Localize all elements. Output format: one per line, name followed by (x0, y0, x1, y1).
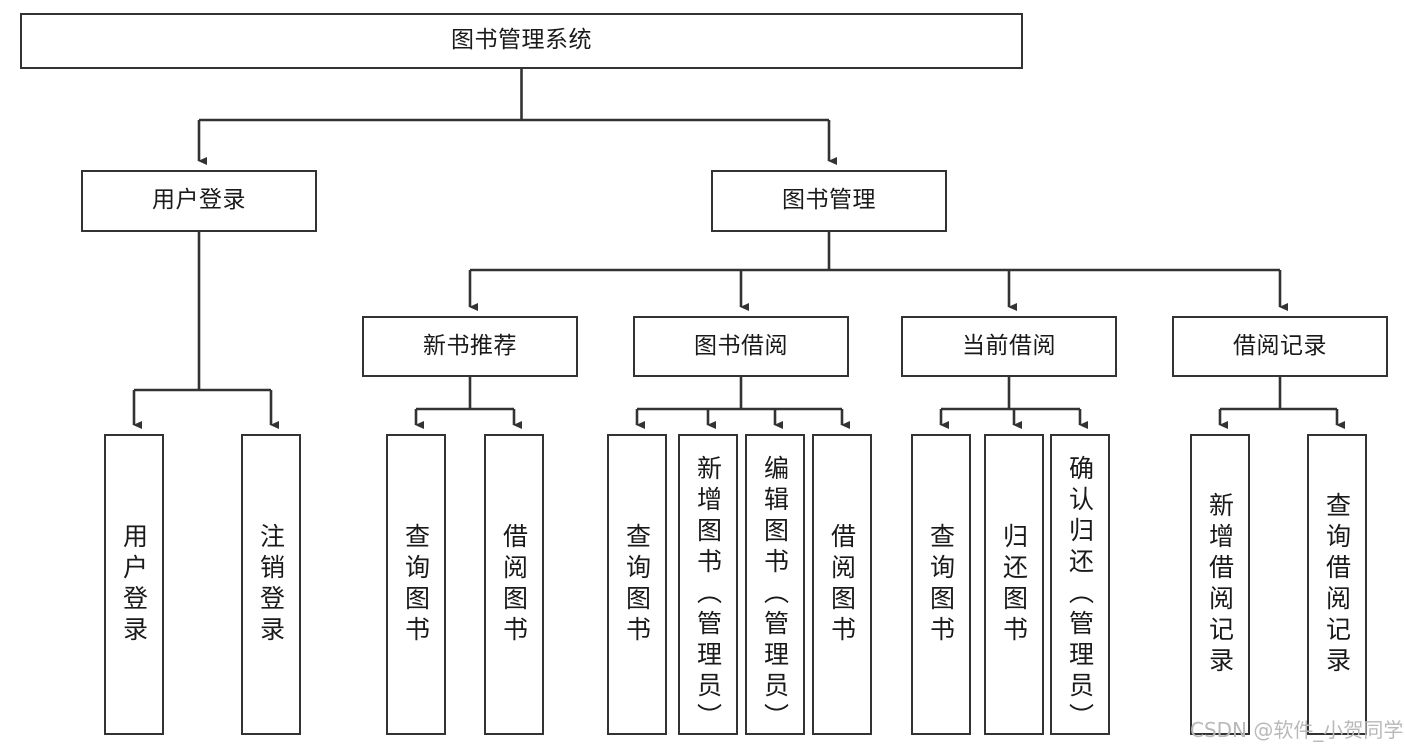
node-label-leaf-borrow-book-1: 借阅图书 (499, 522, 529, 647)
node-label-leaf-query-record: 查询借阅记录 (1322, 491, 1352, 678)
node-leaf-borrow-book-1[interactable]: 借阅图书 (484, 434, 544, 735)
node-new-book-rec[interactable]: 新书推荐 (362, 316, 578, 377)
node-label-user-login: 用户登录 (152, 187, 246, 214)
node-leaf-query-book-3[interactable]: 查询图书 (911, 434, 971, 735)
node-label-new-book-rec: 新书推荐 (423, 332, 517, 359)
node-label-leaf-add-record: 新增借阅记录 (1205, 491, 1235, 678)
node-label-leaf-edit-book: 编辑图书（管理员） (760, 454, 790, 734)
node-leaf-edit-book[interactable]: 编辑图书（管理员） (745, 434, 805, 735)
node-label-leaf-borrow-book-2: 借阅图书 (827, 522, 857, 647)
node-user-login[interactable]: 用户登录 (81, 170, 317, 232)
node-leaf-confirm-return[interactable]: 确认归还（管理员） (1050, 434, 1110, 735)
node-label-leaf-return-book: 归还图书 (999, 522, 1029, 647)
node-label-leaf-user-login: 用户登录 (119, 522, 149, 647)
node-root[interactable]: 图书管理系统 (20, 13, 1023, 69)
node-label-book-manage: 图书管理 (782, 187, 876, 214)
node-label-leaf-add-book: 新增图书（管理员） (693, 454, 723, 734)
node-borrow-record[interactable]: 借阅记录 (1172, 316, 1388, 377)
node-label-leaf-query-book-2: 查询图书 (622, 522, 652, 647)
node-label-leaf-logout: 注销登录 (256, 522, 286, 647)
node-leaf-logout[interactable]: 注销登录 (241, 434, 301, 735)
node-leaf-query-record[interactable]: 查询借阅记录 (1307, 434, 1367, 735)
node-label-leaf-query-book-1: 查询图书 (401, 522, 431, 647)
node-leaf-borrow-book-2[interactable]: 借阅图书 (812, 434, 872, 735)
node-label-root: 图书管理系统 (451, 27, 592, 54)
node-label-borrow-record: 借阅记录 (1233, 332, 1327, 359)
node-book-borrow[interactable]: 图书借阅 (633, 316, 849, 377)
node-current-borrow[interactable]: 当前借阅 (901, 316, 1117, 377)
node-leaf-add-record[interactable]: 新增借阅记录 (1190, 434, 1250, 735)
node-leaf-user-login[interactable]: 用户登录 (104, 434, 164, 735)
node-leaf-query-book-1[interactable]: 查询图书 (386, 434, 446, 735)
node-leaf-return-book[interactable]: 归还图书 (984, 434, 1044, 735)
node-label-leaf-confirm-return: 确认归还（管理员） (1065, 454, 1095, 734)
csdn-watermark: CSDN @软件_小贺同学 (1190, 718, 1404, 742)
node-leaf-add-book[interactable]: 新增图书（管理员） (678, 434, 738, 735)
node-leaf-query-book-2[interactable]: 查询图书 (607, 434, 667, 735)
node-label-book-borrow: 图书借阅 (694, 332, 788, 359)
node-label-leaf-query-book-3: 查询图书 (926, 522, 956, 647)
node-book-manage[interactable]: 图书管理 (711, 170, 947, 232)
node-label-current-borrow: 当前借阅 (962, 332, 1056, 359)
